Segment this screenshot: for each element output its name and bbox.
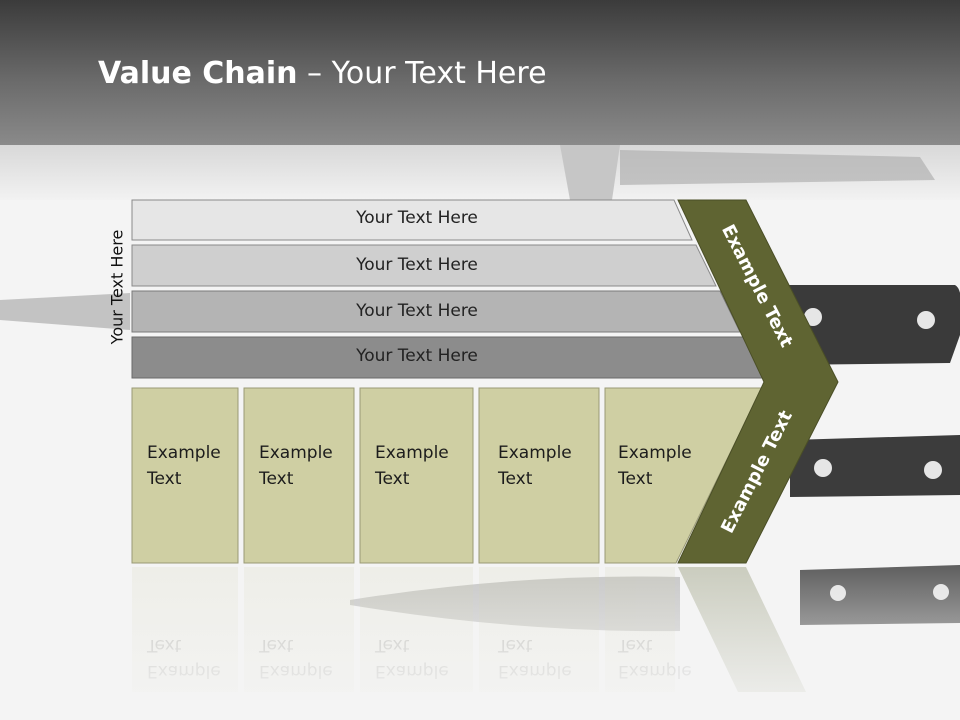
left-blade-shape <box>0 293 130 330</box>
box-label-line: Example <box>375 443 449 463</box>
support-row-2[interactable] <box>131 244 717 287</box>
knife-handle-2 <box>790 435 960 497</box>
box-label-line: Example <box>147 443 221 463</box>
box-label-line: Example <box>259 443 333 463</box>
support-row-1-label: Your Text Here <box>356 208 478 228</box>
background-knives-art <box>0 145 960 632</box>
top-bolster-shape <box>560 145 620 200</box>
support-row-2-label: Your Text Here <box>356 255 478 275</box>
box-label-line: Text <box>375 469 410 489</box>
handle-rivet <box>804 308 822 326</box>
handle-rivet <box>924 461 942 479</box>
primary-boxes <box>131 387 763 564</box>
support-row-4-label: Your Text Here <box>356 346 478 366</box>
primary-box-1-label: Example Text <box>147 440 242 492</box>
handle-rivet <box>814 459 832 477</box>
knife-handle-1 <box>780 285 960 365</box>
chevron-arrow[interactable] <box>677 199 839 564</box>
primary-box-3-label: Example Text <box>375 440 470 492</box>
primary-box-5-label: Example Text <box>618 440 713 492</box>
support-rows <box>131 199 765 379</box>
primary-box-2[interactable] <box>243 387 355 564</box>
box-label-line: Example <box>498 443 572 463</box>
primary-box-1[interactable] <box>131 387 239 564</box>
box-label-line: Text <box>498 469 533 489</box>
box-label-line: Text <box>618 469 653 489</box>
support-row-1[interactable] <box>131 199 693 241</box>
box-label-line: Text <box>259 469 294 489</box>
top-handle-shape <box>620 150 935 185</box>
header-band: Value Chain – Your Text Here <box>0 0 960 145</box>
handle-rivet <box>917 311 935 329</box>
primary-box-3[interactable] <box>359 387 474 564</box>
box-label-line: Example <box>618 443 692 463</box>
primary-box-4[interactable] <box>478 387 600 564</box>
box-label-line: Text <box>147 469 182 489</box>
page-title: Value Chain – Your Text Here <box>98 56 547 91</box>
title-rest: – Your Text Here <box>297 56 547 91</box>
side-label: Your Text Here <box>107 229 127 345</box>
reflection-fade <box>0 565 960 720</box>
title-bold: Value Chain <box>98 56 298 91</box>
primary-box-2-label: Example Text <box>259 440 354 492</box>
primary-box-4-label: Example Text <box>498 440 593 492</box>
support-row-3-label: Your Text Here <box>356 301 478 321</box>
primary-box-5[interactable] <box>604 387 763 564</box>
